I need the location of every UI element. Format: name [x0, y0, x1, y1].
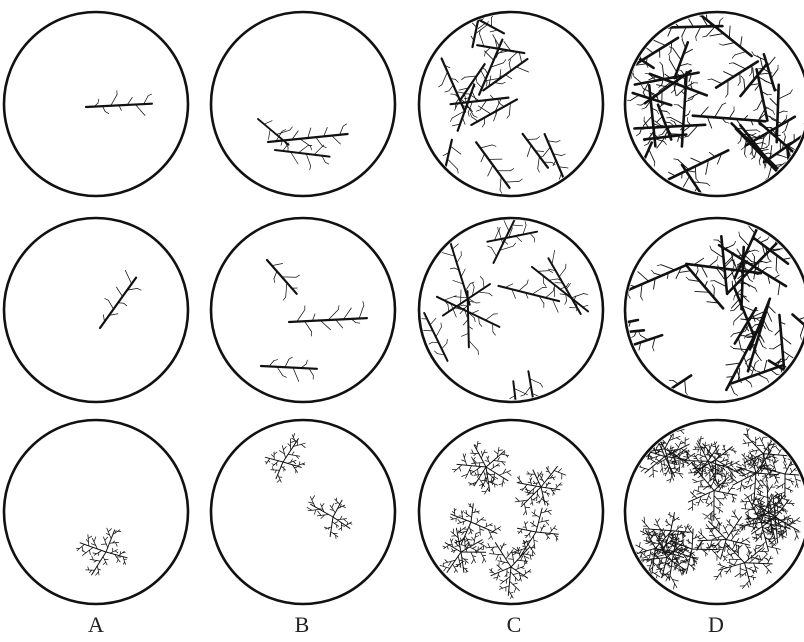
- dendrite-cluster-a-row3: [77, 528, 128, 575]
- petri-circle-b-row1: [211, 12, 395, 196]
- petri-circle-b-row2: [211, 218, 395, 402]
- column-label-d: D: [686, 612, 746, 638]
- petri-circle-b-row3: [211, 420, 395, 604]
- column-label-b: B: [272, 612, 332, 638]
- petri-circle-a-row3: [4, 420, 188, 604]
- petri-circle-a-row1: [4, 12, 188, 196]
- dendrite-cluster-b-row3: [265, 433, 352, 538]
- petri-circle-a-row2: [4, 218, 188, 402]
- dendrite-cluster-b-row1: [258, 119, 348, 170]
- column-label-c: C: [484, 612, 544, 638]
- petri-circle-c-row2: [419, 218, 603, 402]
- dendrite-cluster-a-row2: [100, 270, 141, 328]
- dendrite-cluster-c-row2: [419, 190, 588, 453]
- dendrite-cluster-a-row1: [86, 91, 152, 116]
- petri-circle-c-row1: [419, 12, 603, 196]
- dendrite-cluster-c-row1: [431, 0, 579, 194]
- column-label-a: A: [66, 612, 126, 638]
- petri-circle-c-row3: [419, 420, 603, 604]
- dendrite-cluster-c-row3: [440, 441, 566, 598]
- dendrite-cluster-b-row2: [261, 260, 367, 381]
